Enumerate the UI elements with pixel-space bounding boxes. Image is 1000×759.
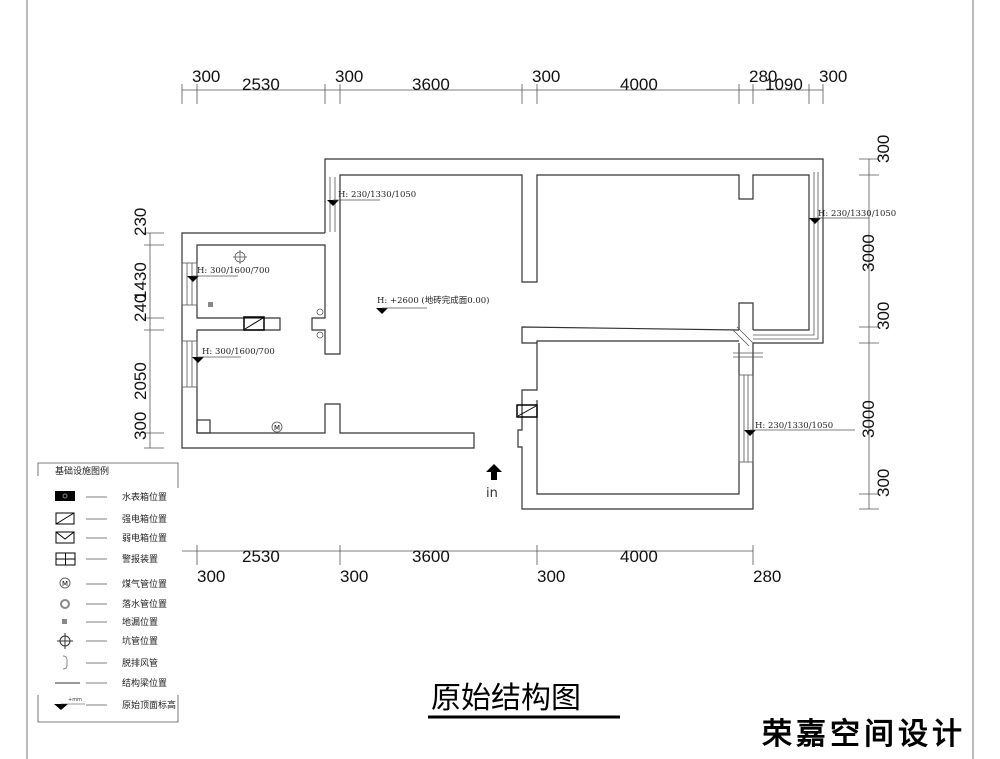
elevation-mark-right-lower: H: 230/1330/1050 <box>744 421 855 436</box>
door-swing <box>732 326 763 358</box>
legend-label: 煤气管位置 <box>122 578 167 590</box>
window-right-lower <box>738 374 754 463</box>
elevation-mark-left-upper: H: 300/1600/700 <box>187 266 270 282</box>
drawing-frame <box>26 0 974 759</box>
elevation-mark-top-center: H: 230/1330/1050 <box>327 190 416 206</box>
alarm-device-icon <box>55 552 76 566</box>
elevation-mark-left-lower: H: 300/1600/700 <box>192 347 275 363</box>
dim-left-1: 1430 <box>131 262 150 300</box>
dim-bottom-6: 280 <box>753 567 781 586</box>
dim-bottom-2: 4000 <box>620 547 658 566</box>
weak-electric-box-icon <box>55 531 75 544</box>
pit-pipe-icon <box>233 250 247 264</box>
annotation-window-right-upper: H: 230/1330/1050 <box>818 209 896 219</box>
strong-electric-box-icon <box>55 512 75 525</box>
dim-right-0: 300 <box>874 135 893 163</box>
dim-bottom-0: 2530 <box>242 547 280 566</box>
drawing-title: 原始结构图 <box>431 681 581 716</box>
legend-label: 落水管位置 <box>122 598 167 610</box>
strong-electric-box-icon <box>243 316 265 331</box>
floor-drain-icon <box>62 619 67 624</box>
walls <box>181 158 824 510</box>
dim-top-5: 4000 <box>620 75 658 94</box>
drain-pipe-icon <box>60 599 70 609</box>
left-dimension-line: 230 1430 240 2050 300 <box>131 208 164 449</box>
dim-top-2: 300 <box>335 67 363 86</box>
annotation-window-right-lower: H: 230/1330/1050 <box>755 421 833 431</box>
drain-pipe-icon <box>316 308 324 316</box>
dim-top-7: 1090 <box>765 75 803 94</box>
dim-top-1: 2530 <box>242 75 280 94</box>
top-dimension-line: 300 2530 300 3600 300 4000 280 1090 300 <box>181 67 847 104</box>
dim-right-1: 3000 <box>859 234 878 272</box>
brand-name: 荣嘉空间设计 <box>762 717 966 752</box>
elevation-mark-ceiling: H: +2600 (地砖完成面0.00) <box>376 295 490 314</box>
elevation-mark-right-upper: H: 230/1330/1050 <box>809 209 896 224</box>
dim-right-4: 300 <box>874 469 893 497</box>
dim-left-2: 240 <box>131 294 150 322</box>
dim-top-0: 300 <box>192 67 220 86</box>
window-left-upper <box>181 262 198 306</box>
svg-text:M: M <box>274 424 280 432</box>
legend-label: 坑管位置 <box>122 635 158 647</box>
ceiling-elevation-icon: +mm <box>54 697 85 710</box>
windows <box>181 172 819 463</box>
legend-icons: M +mm <box>54 491 85 710</box>
dim-top-8: 300 <box>819 67 847 86</box>
gas-pipe-icon: M <box>271 421 283 433</box>
exhaust-duct-icon <box>62 655 68 670</box>
legend-label: 结构梁位置 <box>122 677 167 689</box>
dim-left-4: 300 <box>131 412 150 440</box>
dim-bottom-4: 300 <box>340 567 368 586</box>
right-dimension-line: 300 3000 300 3000 300 <box>859 135 893 510</box>
window-top-center <box>329 177 336 232</box>
legend-elevation-mark: +mm <box>68 697 82 703</box>
pit-pipe-icon <box>57 633 73 649</box>
strong-electric-box-icon <box>516 404 538 418</box>
entrance-arrow-icon <box>486 464 502 480</box>
annotation-ceiling: H: +2600 (地砖完成面0.00) <box>377 295 490 306</box>
dim-left-3: 2050 <box>131 362 150 400</box>
annotation-window-left-upper: H: 300/1600/700 <box>197 266 270 276</box>
legend: 基础设施图例 M +mm 水表箱位置 强电箱位置 弱电箱位置 警报装置 <box>37 462 179 723</box>
window-right-bay <box>753 172 819 340</box>
legend-label: 地漏位置 <box>122 616 158 628</box>
svg-text:M: M <box>62 580 68 588</box>
legend-label: 警报装置 <box>122 553 158 565</box>
dim-top-3: 3600 <box>412 75 450 94</box>
dim-right-2: 300 <box>874 302 893 330</box>
legend-label: 弱电箱位置 <box>122 532 167 544</box>
legend-label: 水表箱位置 <box>122 491 167 503</box>
dim-top-4: 300 <box>532 67 560 86</box>
annotation-window-left-lower: H: 300/1600/700 <box>202 347 275 357</box>
legend-title: 基础设施图例 <box>55 465 109 477</box>
window-left-lower <box>181 340 198 388</box>
elevation-annotations: H: 230/1330/1050 H: 230/1330/1050 H: 230… <box>187 190 896 436</box>
fixtures: M in <box>208 250 538 501</box>
dim-bottom-5: 300 <box>537 567 565 586</box>
gas-pipe-icon: M <box>59 577 71 589</box>
floor-drain-icon <box>208 302 213 307</box>
dim-bottom-1: 3600 <box>412 547 450 566</box>
water-meter-box-icon <box>55 491 75 501</box>
drain-pipe-icon <box>316 331 324 339</box>
dim-top-6: 280 <box>749 67 777 86</box>
legend-label: 强电箱位置 <box>122 513 167 525</box>
entrance-label: in <box>486 486 498 501</box>
dim-left-0: 230 <box>131 208 150 236</box>
legend-label: 脱排风管 <box>122 657 158 669</box>
dim-bottom-3: 300 <box>197 567 225 586</box>
bottom-dimension-line: 2530 3600 4000 300 300 300 280 <box>182 545 781 586</box>
annotation-window-top-center: H: 230/1330/1050 <box>338 190 416 200</box>
dim-right-3: 3000 <box>859 400 878 438</box>
legend-label: 原始顶面标高 <box>122 699 176 711</box>
